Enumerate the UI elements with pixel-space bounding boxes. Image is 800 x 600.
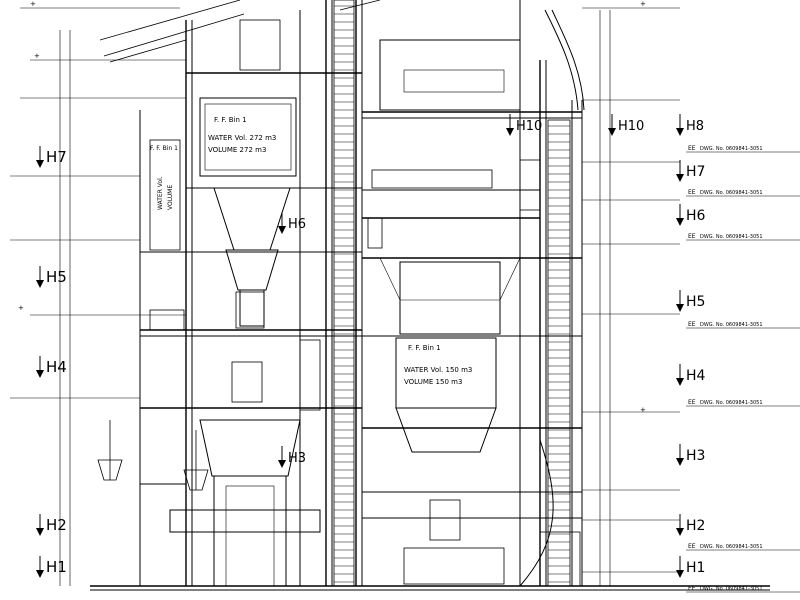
- lower-bin-label-3: VOLUME 150 m3: [404, 378, 462, 386]
- lower-cone: [169, 419, 321, 587]
- stair-ladder-right: [547, 119, 571, 587]
- reference-note-text: DWG. No. 0609841-3051: [700, 400, 763, 406]
- elev-tag-5: +: [640, 406, 646, 414]
- section-mark-label: H6: [288, 217, 306, 232]
- left-elevation-marks: [10, 7, 186, 586]
- inclined-conveyor: [99, 0, 381, 63]
- side-bin-label-2: WATER Vol.: [157, 176, 164, 210]
- section-mark-center-1: H3: [278, 446, 306, 468]
- section-mark-label: H1: [46, 558, 67, 576]
- reference-note-text: DWG. No. 0609841-3051: [700, 190, 763, 196]
- section-mark-label: H7: [686, 164, 705, 180]
- reference-note-4: EE DWG. No. 0609841-3051: [686, 399, 800, 407]
- reference-note-0: EE DWG. No. 0609841-3051: [686, 145, 800, 153]
- reference-note-1: EE DWG. No. 0609841-3051: [686, 189, 800, 197]
- reference-note-text: DWG. No. 0609841-3051: [700, 234, 763, 240]
- elev-tag-4: +: [640, 0, 646, 8]
- elev-tag-1: +: [30, 0, 36, 8]
- reference-note-text: DWG. No. 0609841-3051: [700, 586, 763, 592]
- reference-note-5: EE DWG. No. 0609841-3051: [686, 543, 800, 551]
- tank-label-side: F. F. Bin 1 WATER Vol. VOLUME: [150, 145, 178, 210]
- reference-note-prefix: EE: [688, 399, 696, 406]
- reference-note-prefix: EE: [688, 145, 696, 152]
- section-mark-label: H10: [618, 119, 644, 134]
- reference-note-prefix: EE: [688, 233, 696, 240]
- section-mark-label: H5: [46, 268, 67, 286]
- section-mark-label: H3: [686, 448, 705, 464]
- reference-note-text: DWG. No. 0609841-3051: [700, 544, 763, 550]
- section-mark-label: H10: [516, 119, 542, 134]
- upper-bin: [199, 97, 297, 327]
- section-mark-right-2: H5: [676, 290, 705, 312]
- upper-bin-label-1: F. F. Bin 1: [214, 116, 247, 124]
- reference-note-text: DWG. No. 0609841-3051: [700, 146, 763, 152]
- reference-note-6: EE DWG. No. 0609841-3051: [686, 585, 800, 593]
- section-mark-label: H6: [686, 208, 706, 224]
- hoist-units: [97, 420, 209, 491]
- tank-label-lower: F. F. Bin 1 WATER Vol. 150 m3 VOLUME 150…: [404, 344, 472, 386]
- equipment-blocks: [149, 19, 581, 587]
- lower-bin-label-1: F. F. Bin 1: [408, 344, 441, 352]
- side-bin-label-3: VOLUME: [167, 185, 174, 210]
- section-mark-right-0: H7: [676, 160, 705, 182]
- section-mark-label: H5: [686, 294, 705, 310]
- section-mark-label: H8: [686, 119, 704, 134]
- elevation-tags: + + + + +: [18, 0, 646, 414]
- upper-bin-label-3: VOLUME 272 m3: [208, 146, 266, 154]
- reference-note-text: DWG. No. 0609841-3051: [700, 322, 763, 328]
- section-mark-left-1: H5: [36, 266, 67, 288]
- reference-note-prefix: EE: [688, 189, 696, 196]
- curved-duct: [519, 9, 585, 587]
- section-mark-right_upper-2: H8: [676, 114, 704, 136]
- section-mark-left-2: H4: [36, 356, 67, 378]
- section-mark-label: H4: [46, 358, 67, 376]
- side-bin-label-1: F. F. Bin 1: [150, 145, 178, 152]
- reference-note-3: EE DWG. No. 0609841-3051: [686, 321, 800, 329]
- section-mark-label: H3: [288, 451, 306, 466]
- elev-tag-3: +: [18, 304, 24, 312]
- section-mark-label: H2: [46, 516, 67, 534]
- section-mark-right_upper-0: H10: [506, 114, 542, 136]
- section-mark-right-5: H2: [676, 514, 705, 536]
- upper-bin-label-2: WATER Vol. 272 m3: [208, 134, 276, 142]
- tank-label-upper: F. F. Bin 1 WATER Vol. 272 m3 VOLUME 272…: [208, 116, 276, 154]
- section-mark-right_upper-1: H10: [608, 114, 644, 136]
- section-mark-right-4: H3: [676, 444, 705, 466]
- section-mark-right-6: H1: [676, 556, 705, 578]
- stair-ladder-left: [333, 0, 355, 587]
- section-mark-left-4: H1: [36, 556, 67, 578]
- section-mark-left-3: H2: [36, 514, 67, 536]
- section-mark-label: H1: [686, 560, 705, 576]
- right-bin: [379, 39, 521, 453]
- section-mark-label: H2: [686, 518, 705, 534]
- reference-note-prefix: EE: [688, 543, 696, 550]
- right-elevation-marks: [582, 7, 680, 586]
- section-mark-right-3: H4: [676, 364, 706, 386]
- lower-bin-label-2: WATER Vol. 150 m3: [404, 366, 472, 374]
- reference-note-prefix: EE: [688, 585, 696, 592]
- section-mark-label: H7: [46, 148, 67, 166]
- section-mark-right-1: H6: [676, 204, 706, 226]
- section-mark-center-0: H6: [278, 212, 306, 234]
- elev-tag-2: +: [34, 52, 40, 60]
- section-mark-left-0: H7: [36, 146, 67, 168]
- reference-note-2: EE DWG. No. 0609841-3051: [686, 233, 800, 241]
- section-mark-label: H4: [686, 368, 706, 384]
- reference-note-prefix: EE: [688, 321, 696, 328]
